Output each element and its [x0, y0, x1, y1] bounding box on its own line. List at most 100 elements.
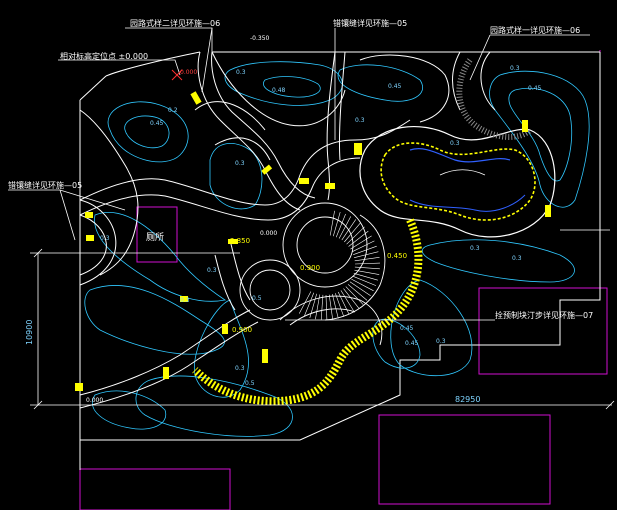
stair-step	[354, 266, 380, 270]
stair-step	[315, 294, 321, 320]
bench	[325, 183, 335, 189]
elevation: 0.45	[400, 325, 414, 332]
dim-tick	[605, 400, 615, 410]
stepping-stone-arc	[192, 218, 423, 406]
callout-top-mid: 错镶缝详见环施—05	[333, 18, 407, 28]
plaza-circle-lower	[239, 259, 301, 321]
elevation: 0.45	[405, 340, 419, 347]
path-edge	[214, 137, 271, 161]
path-edge	[79, 109, 139, 276]
leader	[58, 59, 181, 76]
yellow-markers	[75, 91, 551, 391]
stair-step	[298, 291, 312, 314]
callout-top-left: 园路式样二详见环施—06	[130, 18, 220, 28]
contour	[92, 390, 167, 430]
bench	[354, 143, 362, 155]
pond-outer	[359, 125, 556, 238]
elevation: 0.45	[150, 120, 164, 127]
elevation: 0.3	[236, 69, 246, 76]
elevation-top: -0.350	[250, 35, 270, 42]
pond-inner-contour	[439, 169, 486, 176]
bench	[522, 120, 528, 132]
path-edge	[452, 51, 461, 111]
circle-plaza	[79, 214, 107, 276]
contour	[508, 88, 573, 182]
elevation: 0.3	[207, 267, 217, 274]
elevation: 0.3	[100, 235, 110, 242]
bottom-left-frame	[79, 468, 231, 510]
spiral-steps	[298, 210, 381, 321]
dim-tick	[33, 248, 43, 258]
elevation: 0.5	[252, 295, 262, 302]
stair-step	[352, 275, 377, 286]
callout-right: 拴预制块汀步详见环施—07	[495, 310, 593, 320]
elevation: 0.48	[272, 87, 286, 94]
contour	[209, 143, 263, 210]
contour	[124, 115, 170, 149]
bench	[163, 367, 169, 379]
bench	[261, 164, 273, 175]
stair-step	[332, 294, 339, 319]
stair-step	[344, 222, 361, 243]
callout-left: 错镶缝详见环施—05	[8, 180, 82, 190]
plaza-circle-inner	[296, 216, 354, 274]
path-edge	[194, 101, 266, 131]
spot-mark: 2.850	[230, 237, 250, 245]
pond	[359, 125, 556, 238]
bottom-frame	[378, 414, 551, 505]
dimension-lines	[30, 248, 615, 410]
dim-height-label: 10900	[25, 320, 34, 345]
stair-step	[333, 212, 341, 237]
path-edge	[359, 54, 450, 123]
elevation: 0.3	[510, 65, 520, 72]
contour	[107, 101, 189, 163]
contour	[421, 239, 575, 283]
room-label: 厕所	[146, 232, 164, 243]
elevation: 0.3	[470, 245, 480, 252]
spot-mark: 0.900	[300, 264, 320, 272]
elevation: 0.3	[235, 160, 245, 167]
stair-step	[354, 251, 379, 258]
bench	[85, 212, 93, 218]
stair-step	[338, 216, 352, 239]
stair-step	[347, 284, 368, 301]
elevation: 0.3	[180, 297, 190, 304]
stair-step	[341, 219, 357, 241]
stair-step	[345, 286, 364, 305]
contour	[372, 318, 421, 369]
elevation: 0.2	[168, 107, 178, 114]
pond-water-line	[409, 194, 526, 212]
contour	[224, 61, 343, 106]
stair-step	[348, 230, 369, 247]
stair-step	[350, 235, 372, 250]
path-edge	[211, 51, 316, 199]
spot-mark: 0.450	[387, 252, 407, 260]
stair-step	[325, 294, 328, 321]
path-edge	[197, 51, 301, 211]
elevation: 0.3	[450, 140, 460, 147]
callout-datum: 相对标高定位点 ±0.000	[60, 51, 148, 61]
elevation: 0.3	[512, 255, 522, 262]
toilet-frame	[136, 206, 178, 263]
path-edge	[79, 119, 411, 206]
path-edge	[480, 51, 496, 111]
stair-step	[304, 292, 315, 317]
contour	[390, 279, 473, 377]
stair-step	[346, 226, 365, 245]
stair-step	[328, 294, 333, 320]
bench	[75, 383, 83, 391]
spiral-arc	[324, 214, 386, 321]
stair-step	[309, 293, 317, 318]
elevation: 0.5	[245, 380, 255, 387]
stair-step	[343, 288, 360, 309]
stair-step	[320, 294, 324, 320]
bench	[86, 235, 94, 241]
stair-step	[337, 291, 350, 315]
datum-cross	[171, 69, 183, 81]
contour	[135, 375, 293, 437]
stair-step	[349, 281, 371, 297]
spiral-arc	[289, 308, 356, 326]
stair-step	[335, 293, 345, 317]
stair-step	[335, 213, 346, 238]
